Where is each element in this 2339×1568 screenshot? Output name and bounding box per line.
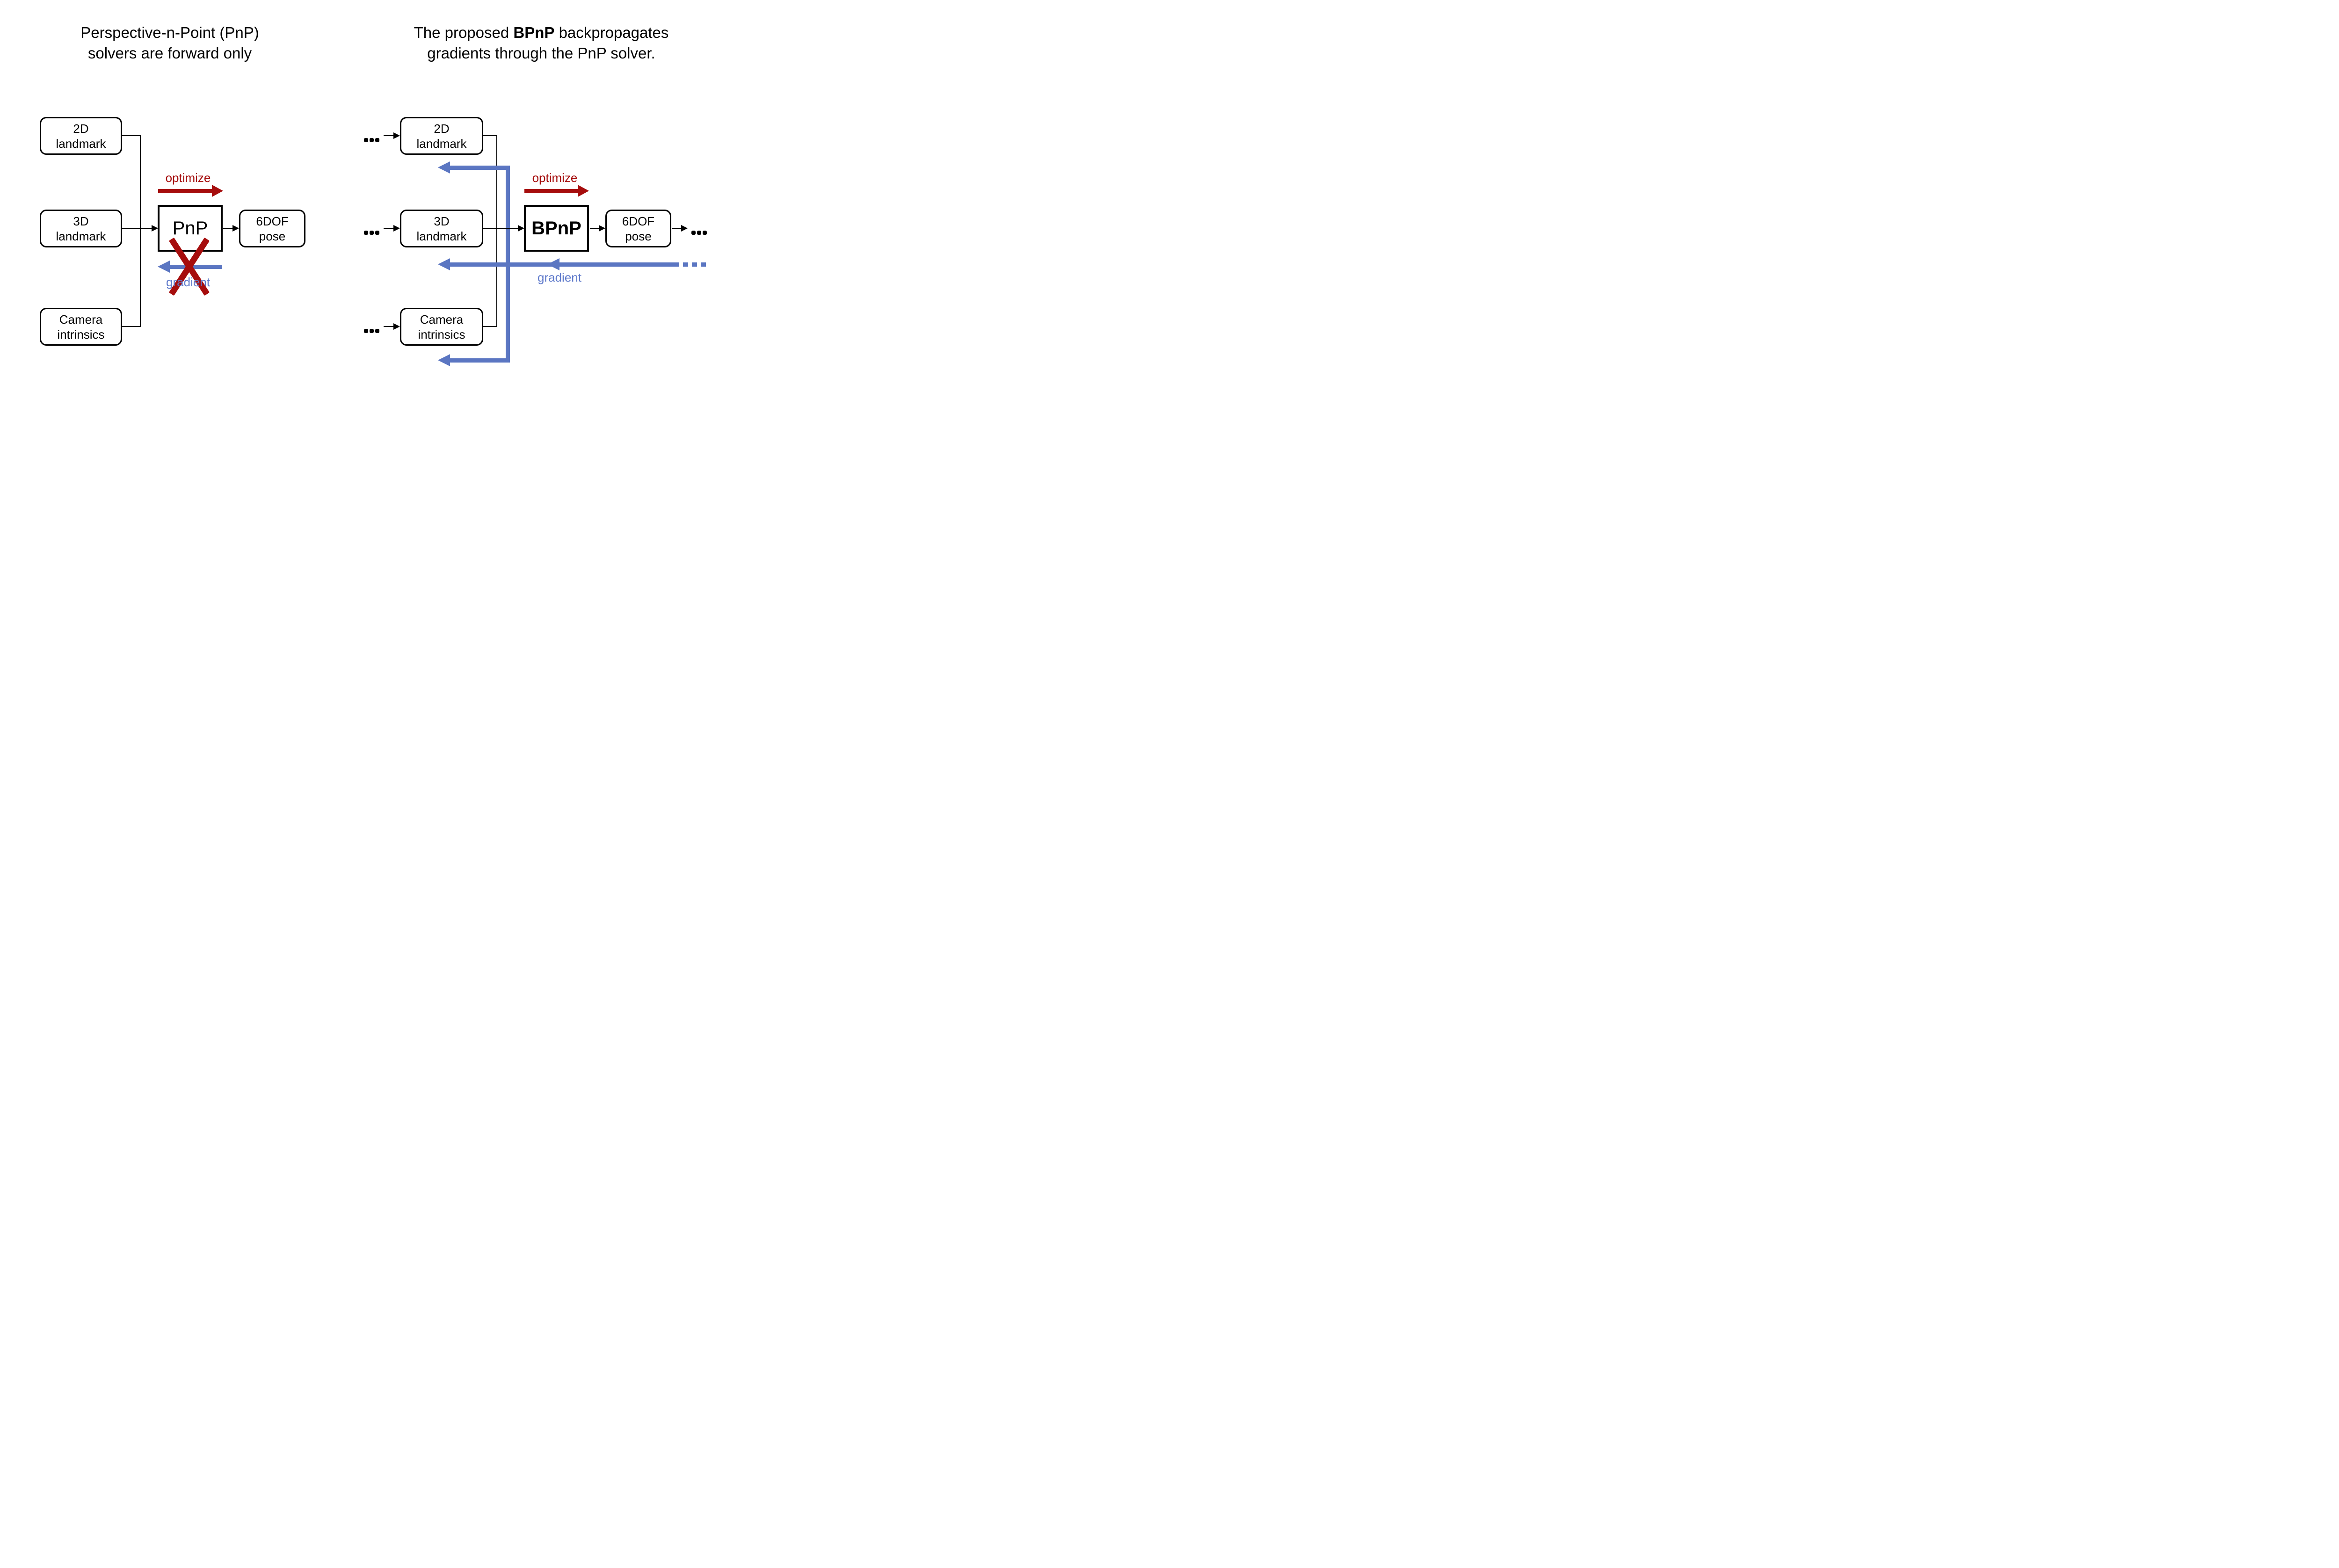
right-2d-input-arrow-line xyxy=(384,135,394,136)
gradient-ellipsis-dash2-icon xyxy=(692,262,697,267)
right-optimize-arrow-shaft xyxy=(524,189,578,193)
right-input-arrowhead-icon xyxy=(518,225,524,232)
left-optimize-label: optimize xyxy=(165,171,211,185)
left-pose-line1: 6DOF xyxy=(256,214,289,228)
gradient-mid-arrowhead-icon xyxy=(547,258,559,270)
left-output-arrow-line xyxy=(223,228,233,229)
right-2d-input-ellipsis-icon xyxy=(364,138,379,142)
left-title-line2: solvers are forward only xyxy=(87,44,252,62)
left-gradient-arrowhead-icon xyxy=(158,261,170,273)
left-2d-landmark-line2: landmark xyxy=(56,136,106,151)
left-camera-line2: intrinsics xyxy=(57,327,105,341)
gradient-ellipsis-dash3-icon xyxy=(701,262,706,267)
left-pose-line2: pose xyxy=(259,229,286,243)
right-2d-landmark-line1: 2D xyxy=(434,121,450,136)
gradient-top-arrow-shaft xyxy=(450,166,510,170)
left-3d-landmark-box: 3D landmark xyxy=(40,210,122,247)
left-input-arrow-line xyxy=(122,228,152,229)
right-title-line2: gradients through the PnP solver. xyxy=(427,44,655,62)
right-title-line1-pre: The proposed xyxy=(414,24,514,41)
right-camera-intrinsics-box: Camera intrinsics xyxy=(400,308,483,346)
left-camera-connector-line xyxy=(122,326,141,327)
left-optimize-arrowhead-icon xyxy=(212,185,223,197)
right-2d-landmark-line2: landmark xyxy=(416,136,467,151)
right-3d-input-arrowhead-icon xyxy=(393,225,400,232)
right-optimize-label: optimize xyxy=(532,171,578,185)
left-2d-landmark-box: 2D landmark xyxy=(40,117,122,155)
right-3d-input-arrow-line xyxy=(384,228,394,229)
right-output-arrowhead-icon xyxy=(599,225,605,232)
right-continue-arrow-line xyxy=(672,228,682,229)
left-gradient-arrow-shaft xyxy=(170,265,222,269)
left-output-arrowhead-icon xyxy=(232,225,239,232)
right-camera-input-arrowhead-icon xyxy=(393,323,400,330)
right-bpnp-solver-box: BPnP xyxy=(524,205,589,252)
right-3d-landmark-box: 3D landmark xyxy=(400,210,483,247)
right-camera-input-ellipsis-icon xyxy=(364,329,379,333)
right-6dof-pose-box: 6DOF pose xyxy=(605,210,671,247)
left-pnp-solver-box: PnP xyxy=(158,205,223,252)
left-optimize-arrow-shaft xyxy=(158,189,212,193)
right-camera-line1: Camera xyxy=(420,312,464,327)
right-title-line1: The proposed BPnP backpropagates xyxy=(410,22,672,43)
right-continue-arrowhead-icon xyxy=(681,225,688,232)
left-input-arrowhead-icon xyxy=(152,225,158,232)
gradient-ellipsis-dash1-icon xyxy=(683,262,688,267)
right-2d-input-arrowhead-icon xyxy=(393,132,400,139)
right-input-arrow-line xyxy=(483,228,518,229)
left-gradient-label: gradient xyxy=(166,275,210,289)
left-2d-landmark-line1: 2D xyxy=(73,121,89,136)
left-pnp-solver-label: PnP xyxy=(172,218,208,239)
right-3d-input-ellipsis-icon xyxy=(364,231,379,235)
right-panel-title: The proposed BPnP backpropagates gradien… xyxy=(410,22,672,64)
right-bpnp-solver-label: BPnP xyxy=(531,218,581,239)
left-camera-line1: Camera xyxy=(59,312,103,327)
right-camera-connector-line xyxy=(483,326,497,327)
right-output-arrow-line xyxy=(590,228,599,229)
left-3d-landmark-line1: 3D xyxy=(73,214,89,228)
right-2d-landmark-box: 2D landmark xyxy=(400,117,483,155)
left-connector-vertical-line xyxy=(140,135,141,327)
left-6dof-pose-box: 6DOF pose xyxy=(239,210,305,247)
bpnp-figure: Perspective-n-Point (PnP) solvers are fo… xyxy=(0,0,726,393)
right-title-line1-bold: BPnP xyxy=(513,24,555,41)
right-output-ellipsis-icon xyxy=(691,231,707,235)
left-camera-intrinsics-box: Camera intrinsics xyxy=(40,308,122,346)
left-3d-landmark-line2: landmark xyxy=(56,229,106,243)
gradient-top-arrowhead-icon xyxy=(438,161,450,174)
right-camera-line2: intrinsics xyxy=(418,327,465,341)
gradient-bottom-arrow-shaft xyxy=(450,358,510,363)
right-pose-line1: 6DOF xyxy=(622,214,655,228)
right-pose-line2: pose xyxy=(625,229,652,243)
gradient-main-arrow-shaft xyxy=(450,262,679,267)
gradient-bottom-arrowhead-icon xyxy=(438,354,450,366)
right-optimize-arrowhead-icon xyxy=(578,185,589,197)
right-3d-landmark-line2: landmark xyxy=(416,229,467,243)
right-3d-landmark-line1: 3D xyxy=(434,214,450,228)
right-camera-input-arrow-line xyxy=(384,326,394,327)
right-gradient-label: gradient xyxy=(538,270,581,284)
left-2d-connector-line xyxy=(122,135,141,136)
left-title-line1: Perspective-n-Point (PnP) xyxy=(80,24,259,41)
gradient-main-arrowhead-icon xyxy=(438,258,450,270)
right-title-line1-post: backpropagates xyxy=(554,24,669,41)
left-panel-title: Perspective-n-Point (PnP) solvers are fo… xyxy=(53,22,287,64)
right-2d-connector-line xyxy=(483,135,497,136)
right-connector-vertical-line xyxy=(496,135,497,327)
